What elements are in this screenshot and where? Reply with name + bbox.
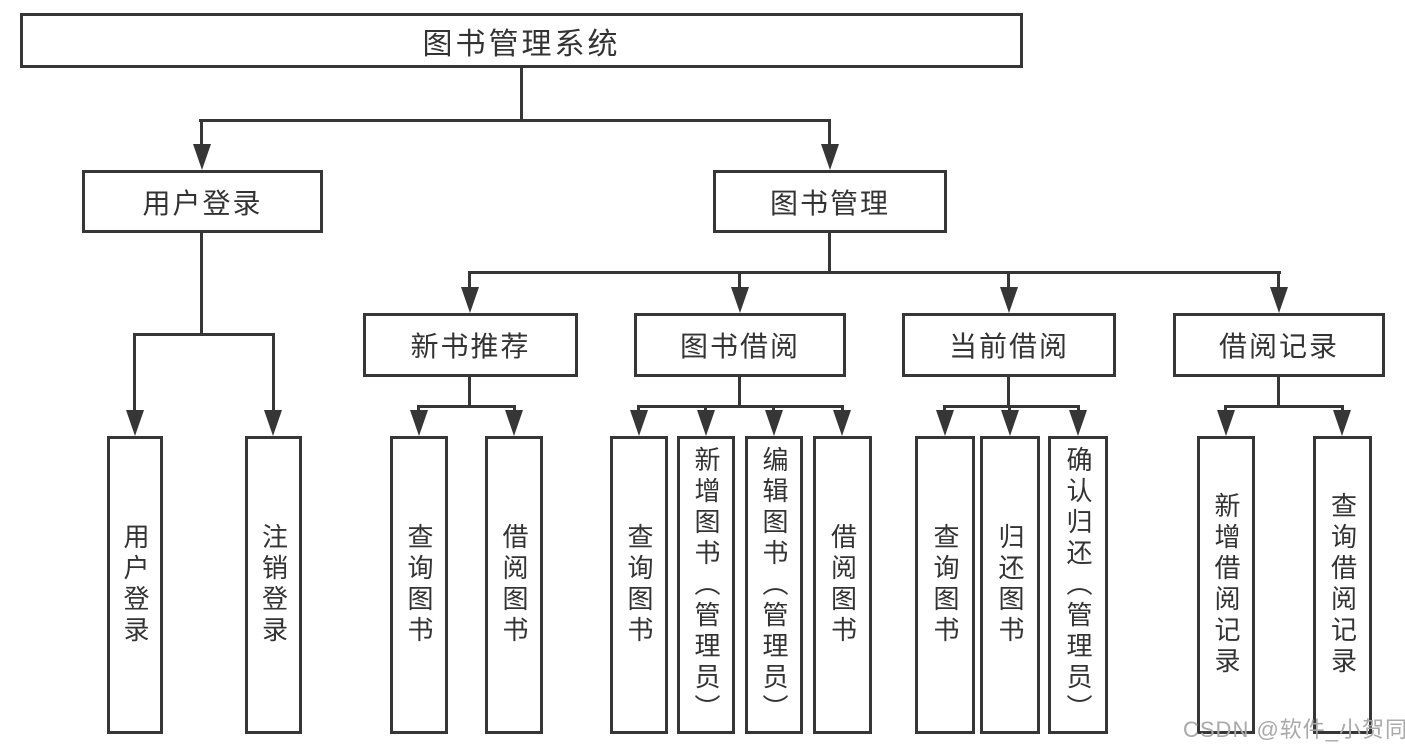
node-leaf-add-book-admin: 新增图书（管理员） <box>677 436 735 734</box>
arrow-down-icon <box>821 144 839 170</box>
connector-book-borrow-vertical <box>738 377 741 407</box>
connector-stem-current-borrow <box>1007 271 1010 289</box>
arrow-down-icon <box>1001 410 1019 436</box>
arrow-down-icon <box>1217 410 1235 436</box>
arrow-down-icon <box>1333 410 1351 436</box>
connector-level2-horizontal <box>468 271 1281 274</box>
connector-user-login-horizontal <box>134 333 275 336</box>
connector-stem-borrow-records <box>1277 271 1280 289</box>
connector-stem-user-login <box>200 119 203 147</box>
connector-new-book-horizontal <box>417 405 516 408</box>
node-user-login: 用户登录 <box>82 170 323 233</box>
node-leaf-add-borrow-record: 新增借阅记录 <box>1197 436 1255 734</box>
connector-stem-book-management <box>828 119 831 147</box>
node-book-borrow: 图书借阅 <box>634 313 846 377</box>
arrow-down-icon <box>1270 287 1288 313</box>
node-leaf-borrow-books-2: 借阅图书 <box>813 436 872 734</box>
arrow-down-icon <box>697 410 715 436</box>
node-leaf-query-books-3: 查询图书 <box>915 436 975 734</box>
connector-book-borrow-horizontal <box>637 405 844 408</box>
arrow-down-icon <box>461 287 479 313</box>
connector-borrow-records-horizontal <box>1224 405 1344 408</box>
connector-stem-new-book <box>468 271 471 289</box>
node-leaf-return-book: 归还图书 <box>980 436 1040 734</box>
connector-stem-leaf-user-login <box>133 333 136 413</box>
node-leaf-user-login: 用户登录 <box>107 436 163 734</box>
connector-stem-book-borrow <box>738 271 741 289</box>
connector-current-borrow-horizontal <box>943 405 1080 408</box>
node-root-library-system: 图书管理系统 <box>20 13 1023 68</box>
node-leaf-logout: 注销登录 <box>245 436 302 734</box>
connector-current-borrow-vertical <box>1007 377 1010 407</box>
arrow-down-icon <box>410 410 428 436</box>
connector-level1-horizontal <box>199 119 831 122</box>
arrow-down-icon <box>126 410 144 436</box>
connector-borrow-records-vertical <box>1277 377 1280 407</box>
connector-new-book-vertical <box>468 377 471 407</box>
arrow-down-icon <box>765 410 783 436</box>
arrow-down-icon <box>264 410 282 436</box>
connector-user-login-vertical <box>200 233 203 336</box>
connector-root-vertical <box>520 68 523 121</box>
node-leaf-query-books-2: 查询图书 <box>610 436 668 734</box>
watermark: CSDN @软件_小贺同学 <box>1183 717 1405 742</box>
arrow-down-icon <box>1000 287 1018 313</box>
node-borrow-records: 借阅记录 <box>1173 313 1385 377</box>
arrow-down-icon <box>936 410 954 436</box>
node-leaf-query-books-1: 查询图书 <box>390 436 448 734</box>
node-current-borrow: 当前借阅 <box>902 313 1116 377</box>
node-leaf-borrow-books-1: 借阅图书 <box>485 436 543 734</box>
arrow-down-icon <box>1069 410 1087 436</box>
connector-stem-leaf-logout <box>272 333 275 413</box>
connector-book-management-vertical <box>828 233 831 273</box>
arrow-down-icon <box>731 287 749 313</box>
node-new-book-recommend: 新书推荐 <box>363 313 578 377</box>
arrow-down-icon <box>833 410 851 436</box>
arrow-down-icon <box>193 144 211 170</box>
node-book-management: 图书管理 <box>713 170 947 233</box>
arrow-down-icon <box>630 410 648 436</box>
node-leaf-confirm-return-admin: 确认归还（管理员） <box>1048 436 1108 734</box>
node-leaf-query-borrow-record: 查询借阅记录 <box>1313 436 1372 734</box>
node-leaf-edit-book-admin: 编辑图书（管理员） <box>745 436 803 734</box>
arrow-down-icon <box>505 410 523 436</box>
